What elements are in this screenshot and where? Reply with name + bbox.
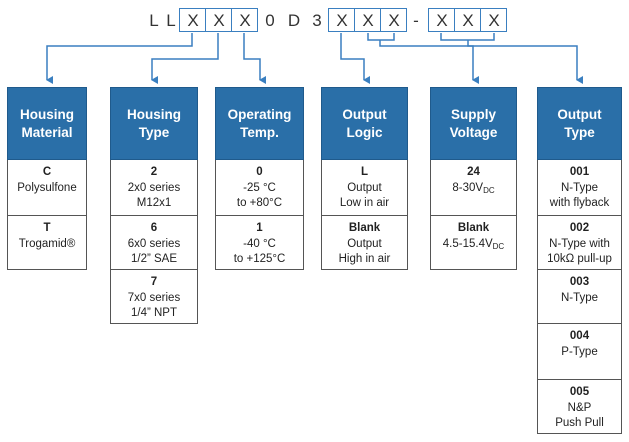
code-char: X	[239, 11, 251, 30]
connector-operating-temp	[243, 33, 266, 84]
code-char: L	[166, 11, 176, 30]
option-cell: 005 N&P Push Pull	[537, 380, 622, 434]
option-cell: 002 N-Type with 10kΩ pull-up	[537, 216, 622, 270]
option-cell: 24 8-30VDC	[430, 160, 517, 216]
code-char: X	[336, 11, 348, 30]
connector-output-type	[440, 33, 577, 80]
option-cell: 6 6x0 series 1/2” SAE	[110, 216, 198, 270]
option-cell: 7 7x0 series 1/4” NPT	[110, 270, 198, 324]
option-cell: Blank 4.5-15.4VDC	[430, 216, 517, 270]
code-group-type	[428, 8, 507, 32]
option-cell: 001 N-Type with flyback	[537, 160, 622, 216]
code-char: X	[436, 11, 448, 30]
option-cell: T Trogamid®	[7, 216, 87, 270]
option-cell: C Polysulfone	[7, 160, 87, 216]
code-char: X	[388, 11, 400, 30]
code-char: 0	[265, 11, 275, 30]
code-char: X	[488, 11, 500, 30]
code-char: -	[413, 11, 419, 30]
option-cell: Blank Output High in air	[321, 216, 408, 270]
connector-housing-material	[46, 33, 193, 84]
code-group-output	[328, 8, 407, 32]
connector-supply-voltage	[367, 33, 473, 80]
option-cell: 1 -40 °C to +125°C	[215, 216, 304, 270]
code-char: D	[287, 11, 301, 30]
code-char: 3	[312, 11, 322, 30]
code-char: X	[187, 11, 199, 30]
option-cell: 003 N-Type	[537, 270, 622, 324]
code-group-housing	[179, 8, 258, 32]
option-cell: L Output Low in air	[321, 160, 408, 216]
code-char: X	[213, 11, 225, 30]
connector-housing-type	[151, 33, 219, 84]
option-cell: 2 2x0 series M12x1	[110, 160, 198, 216]
code-char: X	[462, 11, 474, 30]
option-cell: 0 -25 °C to +80°C	[215, 160, 304, 216]
code-char: X	[362, 11, 374, 30]
connector-output-logic	[340, 33, 370, 84]
code-char: L	[149, 11, 159, 30]
option-cell: 004 P-Type	[537, 324, 622, 380]
